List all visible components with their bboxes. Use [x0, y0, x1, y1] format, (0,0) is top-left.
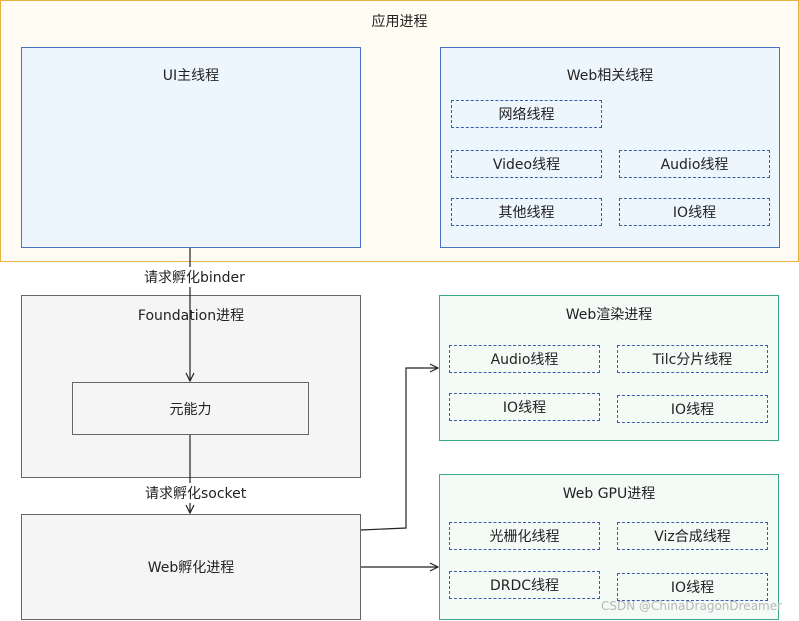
- network-thread: 网络线程: [451, 100, 602, 128]
- video-thread: Video线程: [451, 150, 602, 178]
- drdc-thread: DRDC线程: [449, 571, 600, 599]
- foundation-process-title: Foundation进程: [137, 308, 245, 324]
- web-incubator-process-box: Web孵化进程: [21, 514, 361, 620]
- meta-ability-box: 元能力: [72, 382, 309, 435]
- web-gpu-process-box: Web GPU进程: [439, 474, 779, 620]
- raster-thread: 光栅化线程: [449, 522, 600, 550]
- web-gpu-process-title: Web GPU进程: [562, 486, 656, 502]
- other-thread: 其他线程: [451, 198, 602, 226]
- audio-thread: Audio线程: [619, 150, 770, 178]
- render-io-thread-right: IO线程: [617, 395, 768, 423]
- ui-main-thread-box: UI主线程: [21, 47, 361, 248]
- web-threads-box: Web相关线程: [440, 47, 780, 248]
- render-io-thread-left: IO线程: [449, 393, 600, 421]
- io-thread: IO线程: [619, 198, 770, 226]
- meta-ability-label: 元能力: [169, 401, 212, 418]
- to-render-process-arrow: [360, 368, 438, 531]
- binder-request-label: 请求孵化binder: [143, 267, 246, 287]
- web-threads-title: Web相关线程: [566, 68, 654, 84]
- socket-request-label: 请求孵化socket: [144, 483, 248, 503]
- gpu-io-thread: IO线程: [617, 573, 768, 601]
- web-incubator-process-title: Web孵化进程: [147, 560, 235, 576]
- web-render-process-box: Web渲染进程: [439, 295, 779, 441]
- render-audio-thread: Audio线程: [449, 345, 600, 373]
- app-process-title: 应用进程: [371, 14, 428, 30]
- viz-composite-thread: Viz合成线程: [617, 522, 768, 550]
- ui-main-thread-title: UI主线程: [162, 68, 220, 84]
- render-tile-thread: Tilc分片线程: [617, 345, 768, 373]
- watermark: CSDN @ChinaDragonDreamer: [601, 599, 783, 613]
- web-render-process-title: Web渲染进程: [565, 307, 653, 323]
